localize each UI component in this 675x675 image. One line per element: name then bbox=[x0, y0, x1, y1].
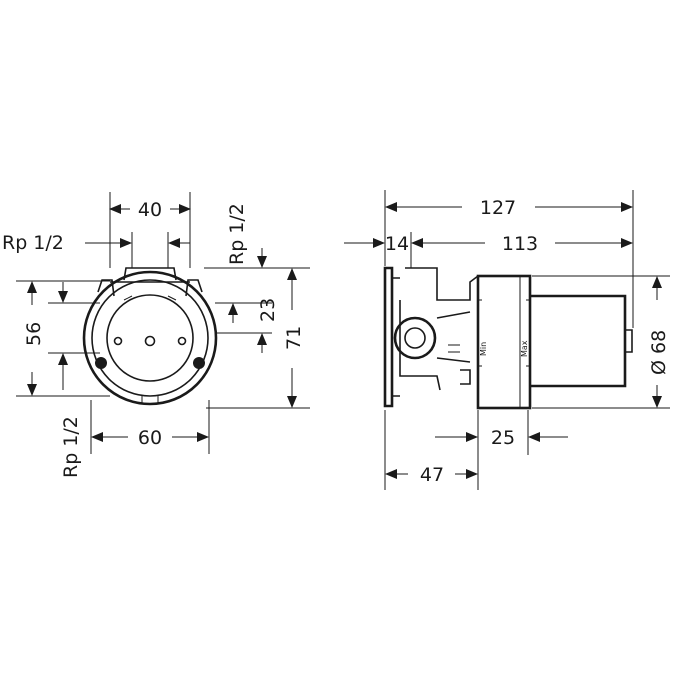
dimension-40: 40 bbox=[109, 192, 191, 268]
rp-top-right-label: Rp 1/2 bbox=[226, 203, 248, 265]
dimension-127-label: 127 bbox=[480, 197, 516, 219]
dimension-diameter-label: Ø 68 bbox=[648, 330, 670, 375]
front-view: 40 Rp 1/2 Rp 1/2 23 bbox=[2, 192, 310, 478]
dimension-23-label: 23 bbox=[257, 298, 279, 322]
dimension-rp-bottom-left: Rp 1/2 bbox=[48, 282, 100, 478]
dimension-71-label: 71 bbox=[283, 326, 305, 350]
dimension-14: 14 bbox=[344, 232, 412, 268]
dimension-40-label: 40 bbox=[138, 199, 162, 221]
dimension-25-label: 25 bbox=[491, 427, 515, 449]
rp-bottom-left-label: Rp 1/2 bbox=[60, 416, 82, 478]
dimension-25: 25 bbox=[435, 410, 568, 490]
min-mark: Min bbox=[479, 342, 488, 356]
dimension-56-label: 56 bbox=[23, 322, 45, 346]
dimension-113-label: 113 bbox=[502, 233, 538, 255]
dimension-60: 60 bbox=[90, 400, 210, 454]
dimension-60-label: 60 bbox=[138, 427, 162, 449]
dimension-47-label: 47 bbox=[420, 464, 444, 486]
rp-left-label: Rp 1/2 bbox=[2, 232, 64, 254]
dimension-diameter-68: Ø 68 bbox=[532, 275, 670, 409]
dimension-rp-top-right: Rp 1/2 bbox=[204, 203, 272, 323]
dimension-71: 71 bbox=[206, 267, 310, 409]
dimension-113: 113 bbox=[411, 233, 633, 255]
dimension-14-label: 14 bbox=[385, 233, 409, 255]
dimension-47: 47 bbox=[384, 410, 478, 490]
dimension-rp-left: Rp 1/2 bbox=[2, 232, 190, 268]
dimension-56: 56 bbox=[16, 280, 110, 397]
valve-body-front bbox=[82, 267, 218, 406]
dimension-127: 127 bbox=[384, 190, 634, 328]
dimension-23: 23 bbox=[215, 298, 279, 353]
valve-body-side: Min Max bbox=[383, 266, 633, 410]
side-view: Min Max 127 14 113 Ø 6 bbox=[344, 190, 670, 490]
max-mark: Max bbox=[520, 340, 529, 357]
